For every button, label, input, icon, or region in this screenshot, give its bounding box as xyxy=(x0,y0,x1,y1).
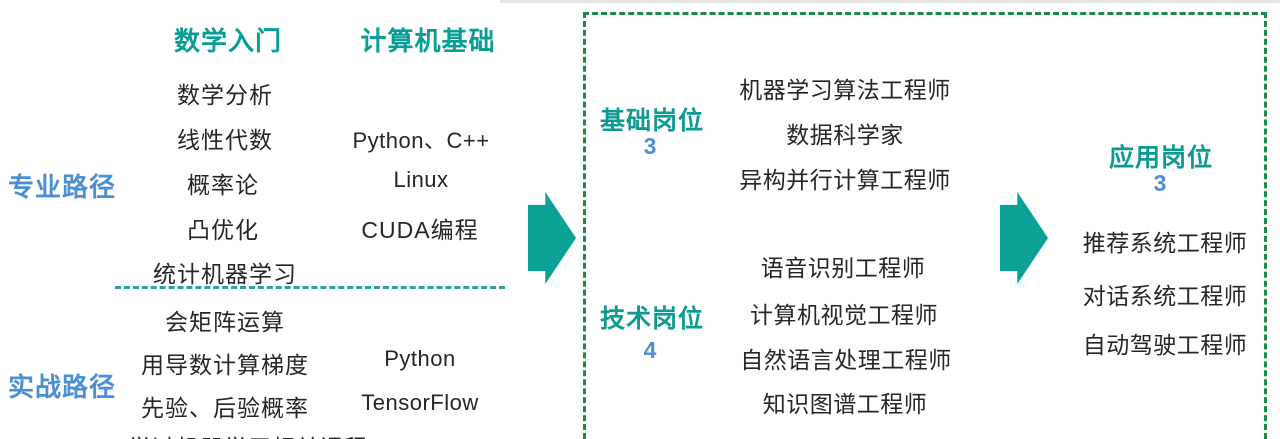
job-ml-algorithm-engineer: 机器学习算法工程师 xyxy=(739,77,951,103)
path-label-professional: 专业路径 xyxy=(8,172,117,202)
stage-count-foundation: 3 xyxy=(643,133,657,159)
column-title-math: 数学入门 xyxy=(173,26,283,56)
positions-box xyxy=(583,12,1267,439)
tool-tensorflow: TensorFlow xyxy=(361,390,479,415)
course-python-cpp: Python、C++ xyxy=(352,128,490,153)
stage-title-application: 应用岗位 xyxy=(1108,144,1214,172)
job-dialogue-engineer: 对话系统工程师 xyxy=(1082,283,1248,309)
stage-count-application: 3 xyxy=(1153,170,1167,196)
job-data-scientist: 数据科学家 xyxy=(786,122,904,148)
stage-title-foundation: 基础岗位 xyxy=(599,107,705,135)
stage-count-technical: 4 xyxy=(643,337,657,363)
skill-prior-posterior: 先验、后验概率 xyxy=(141,395,309,421)
skill-ml-course-clipped: 学过机器学习相关课程 xyxy=(128,429,368,439)
tool-python: Python xyxy=(384,346,456,371)
course-probability: 概率论 xyxy=(187,172,259,198)
skill-matrix-ops: 会矩阵运算 xyxy=(165,309,285,335)
job-speech-engineer: 语音识别工程师 xyxy=(760,255,926,281)
course-linear-algebra: 线性代数 xyxy=(177,127,273,153)
path-label-practical: 实战路径 xyxy=(8,372,117,402)
top-edge-line xyxy=(500,0,1280,3)
course-statistical-ml: 统计机器学习 xyxy=(153,261,297,287)
course-linux: Linux xyxy=(393,167,449,192)
job-nlp-engineer: 自然语言处理工程师 xyxy=(740,347,952,373)
stage-title-technical: 技术岗位 xyxy=(599,305,705,333)
skill-gradients: 用导数计算梯度 xyxy=(141,352,309,378)
job-autodrive-engineer: 自动驾驶工程师 xyxy=(1082,332,1248,358)
column-title-cs: 计算机基础 xyxy=(360,26,496,56)
job-hetero-parallel-engineer: 异构并行计算工程师 xyxy=(739,167,951,193)
job-cv-engineer: 计算机视觉工程师 xyxy=(750,302,938,328)
job-recsys-engineer: 推荐系统工程师 xyxy=(1082,230,1248,256)
course-math-analysis: 数学分析 xyxy=(177,82,273,108)
path-divider-line xyxy=(115,286,505,289)
course-convex-opt: 凸优化 xyxy=(187,217,259,243)
right-block-arrow-icon xyxy=(528,192,576,284)
course-cuda: CUDA编程 xyxy=(361,217,479,243)
job-kg-engineer: 知识图谱工程师 xyxy=(762,391,928,417)
